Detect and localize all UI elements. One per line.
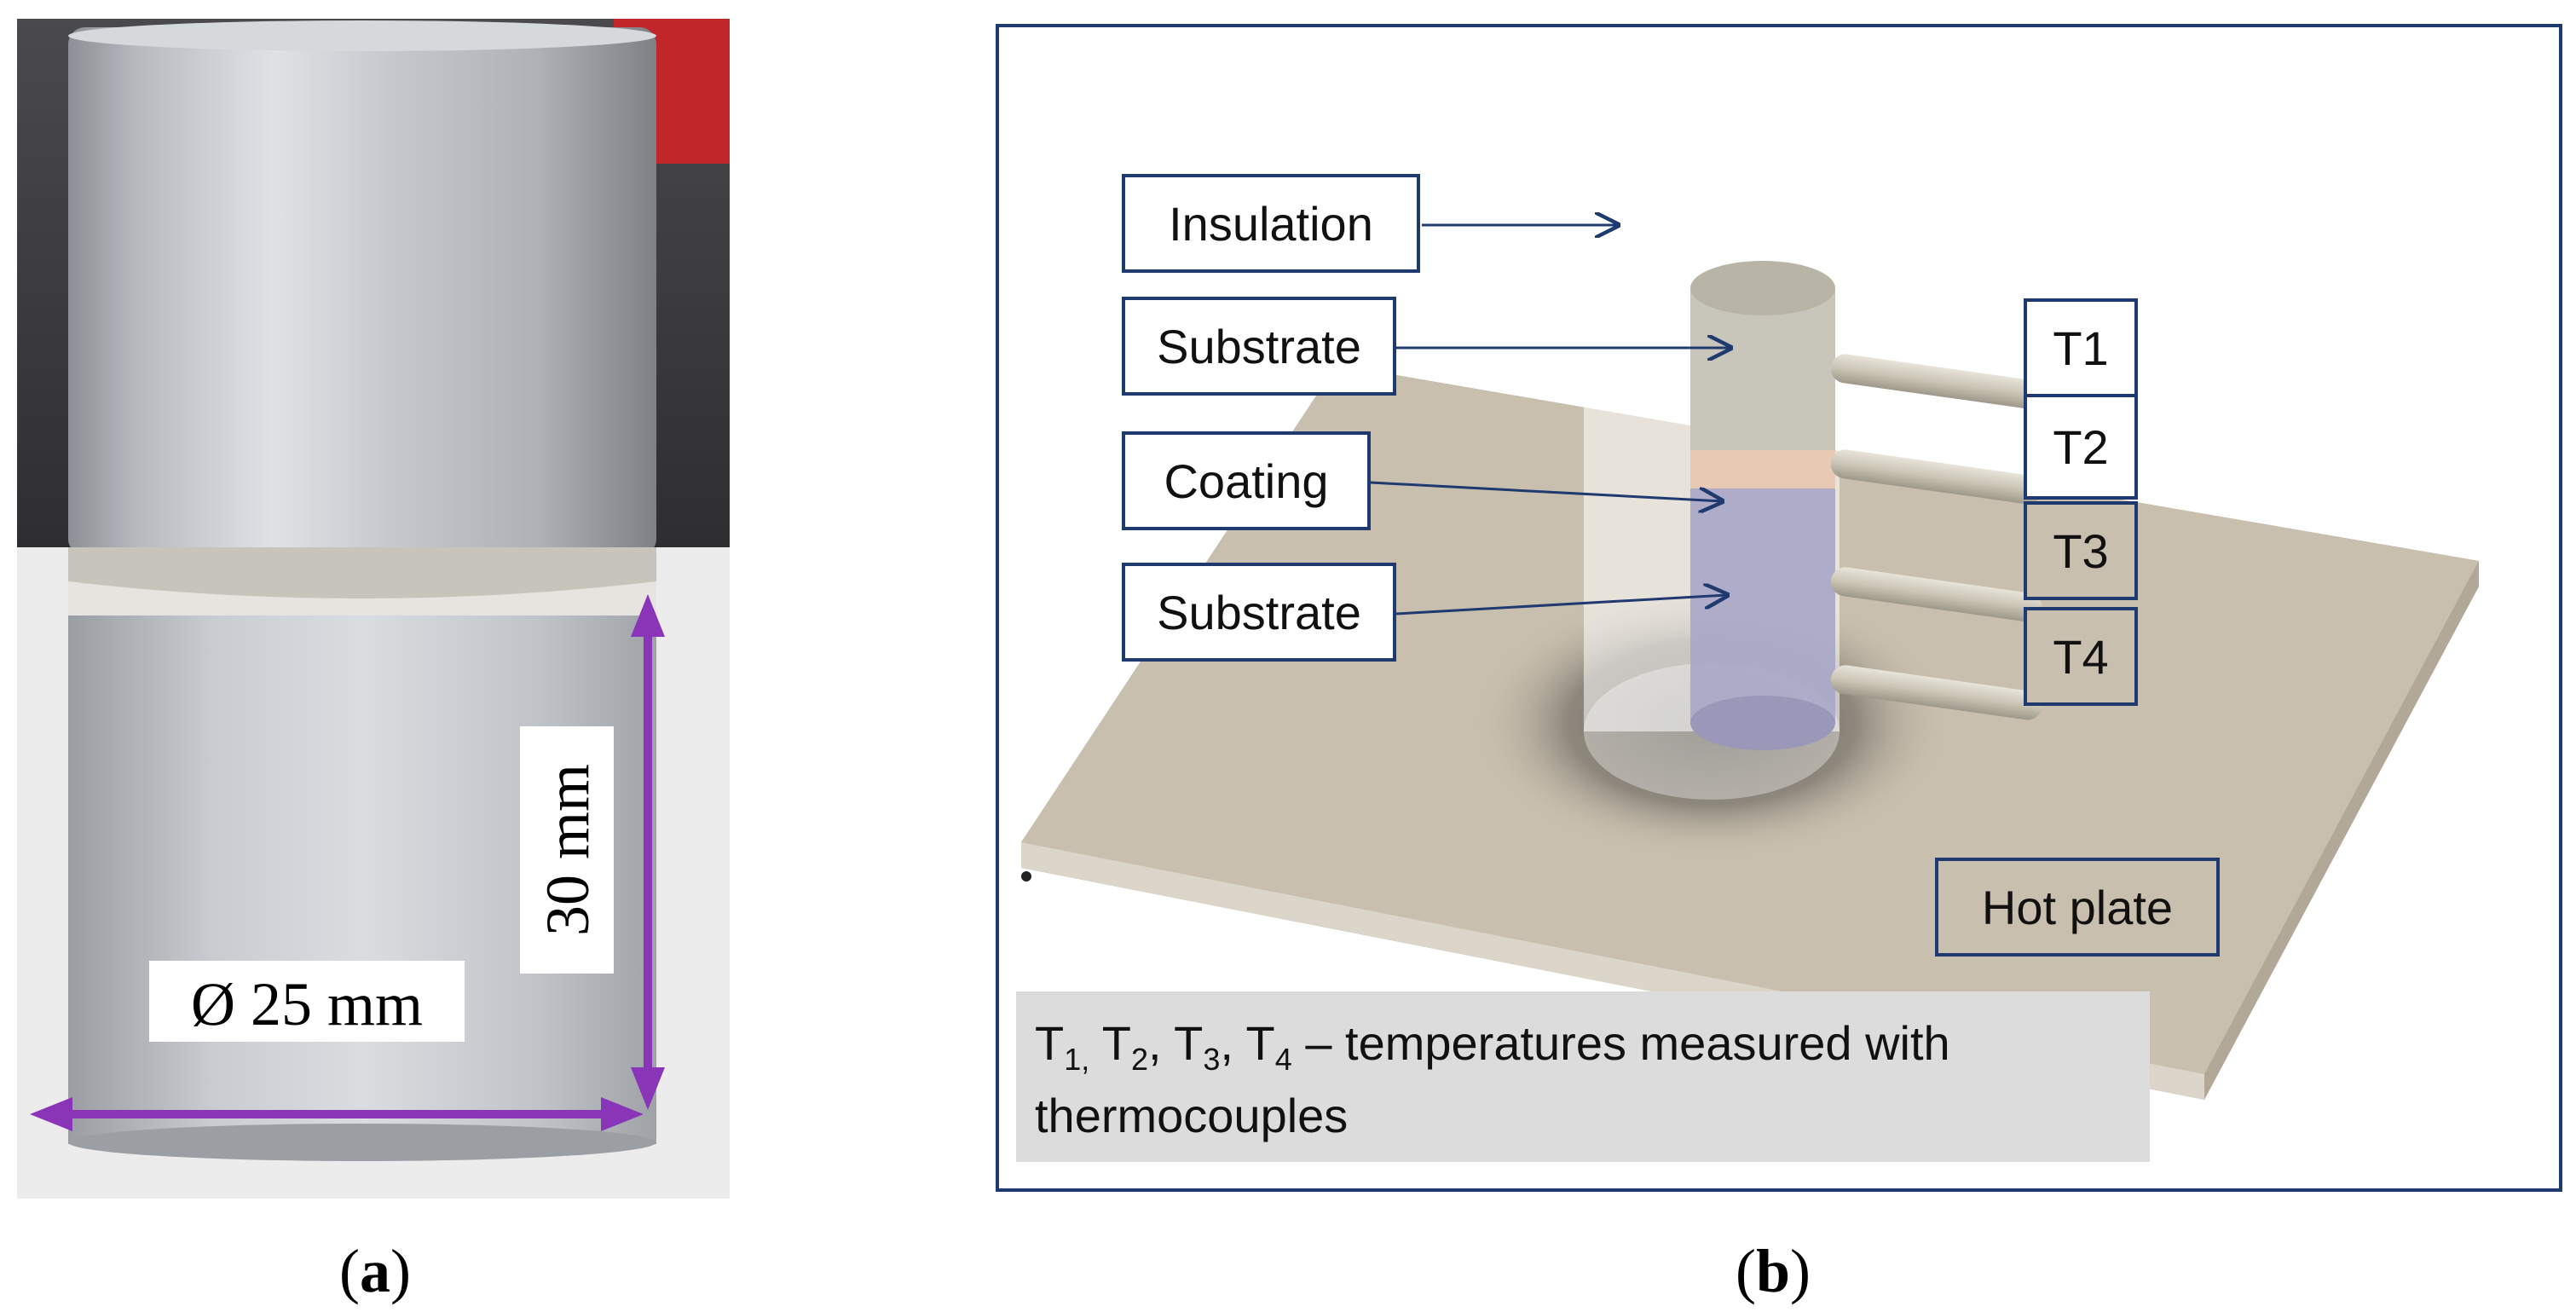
label-substrate-top-text: Substrate [1157,320,1361,373]
label-t3: T3 [2024,501,2138,600]
label-t2: T2 [2024,394,2138,500]
thermocouple-rod-t3 [1830,567,2042,622]
label-hot-plate: Hot plate [1935,858,2220,957]
arrow-coating [1370,481,1722,501]
thermocouple-rod-t2 [1830,449,2042,505]
sample-column [1690,261,1835,750]
label-insulation: Insulation [1122,174,1420,273]
label-substrate-bottom: Substrate [1122,563,1396,662]
upper-cylinder [68,27,656,556]
caption-b-letter: b [1755,1237,1791,1305]
label-t1-text: T1 [2053,321,2108,375]
label-t1: T1 [2024,298,2138,397]
leader-arrows [1370,225,1730,616]
thermocouple-rod-t4 [1830,665,2042,720]
coating-layer [1690,450,1835,488]
height-label: 30 mm [534,764,602,936]
thermocouple-labels: T1 T2 T3 T4 [2024,298,2138,706]
label-t2-text: T2 [2053,420,2108,474]
label-substrate-top: Substrate [1122,297,1396,396]
label-t4: T4 [2024,607,2138,706]
label-insulation-text: Insulation [1169,197,1373,251]
diameter-label-box [149,961,465,1042]
label-coating: Coating [1122,431,1371,530]
legend-note: T1, T2, T3, T4 – temperatures measured w… [1016,991,2150,1162]
setup-schematic: Insulation Substrate Coating Substrate T… [996,24,2562,1192]
arrow-substrate-bottom [1395,595,1727,616]
label-t3-text: T3 [2053,524,2108,578]
diameter-arrow [30,1097,644,1131]
cylinder-top [68,20,656,51]
caption-a: (a) [339,1237,411,1305]
setup-schematic-panel: Insulation Substrate Coating Substrate T… [996,24,2562,1192]
legend-note-box [1016,991,2150,1162]
plate-corner-dot [1021,871,1031,881]
diameter-label: Ø 25 mm [191,970,423,1038]
caption-a-letter: a [360,1237,390,1305]
height-arrow [631,594,665,1110]
label-substrate-bottom-text: Substrate [1157,586,1361,639]
label-t4-text: T4 [2053,630,2108,684]
thermocouple-rod-t1 [1830,354,2042,409]
legend-note-line1: T1, T2, T3, T4 – temperatures measured w… [1035,1016,1950,1077]
legend-note-line2: thermocouples [1035,1089,1348,1142]
cylinder-bottom [68,1124,656,1161]
substrate-top-face [1690,261,1835,315]
caption-b: (b) [1735,1237,1811,1305]
sample-photo-panel: 30 mm Ø 25 mm [17,19,730,1199]
label-coating-text: Coating [1164,454,1328,508]
height-label-box [520,726,614,974]
label-hot-plate-text: Hot plate [1982,881,2173,934]
substrate-bottom-part [1690,488,1835,723]
sample-photo: 30 mm Ø 25 mm [17,19,730,1199]
thermocouple-rods [1830,354,2042,720]
substrate-bottom-base [1690,696,1835,750]
